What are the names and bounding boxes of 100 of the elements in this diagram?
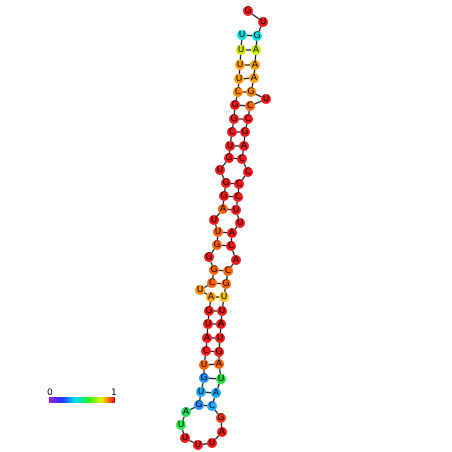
nucleotide-letter: C xyxy=(202,346,210,356)
nucleotide-letter: G xyxy=(244,6,252,16)
nucleotide-letter: U xyxy=(178,420,184,430)
nucleotide-letter: G xyxy=(230,114,238,124)
nucleotide-letter: G xyxy=(218,414,224,422)
nucleotide-letter: C xyxy=(228,128,236,136)
nucleotide-letter: C xyxy=(244,168,252,176)
backbone-line xyxy=(254,100,262,105)
nucleotide-letter: U xyxy=(196,286,204,294)
nucleotide-letter: G xyxy=(214,240,220,250)
nucleotide-letter: U xyxy=(236,60,244,70)
backbone-line xyxy=(222,162,227,166)
nucleotide-letter: U xyxy=(236,74,242,84)
nucleotide-letter: G xyxy=(222,280,230,288)
nucleotide-letter: U xyxy=(204,320,212,328)
nucleotide-letter: C xyxy=(246,102,254,110)
nucleotide-letter: G xyxy=(254,32,260,40)
nucleotide-letter: A xyxy=(220,204,226,214)
nucleotide-letter: C xyxy=(208,402,216,410)
scale-label: 0 xyxy=(47,389,53,398)
backbone-line xyxy=(209,302,211,306)
base-pair-line xyxy=(208,364,214,366)
nucleotide-letter: U xyxy=(260,18,266,26)
nucleotide-letter: U xyxy=(236,218,244,228)
backbone-line xyxy=(240,40,242,46)
nucleotide-letter: A xyxy=(216,360,222,368)
nucleotide-letter: A xyxy=(250,74,258,82)
nucleotide-letter: G xyxy=(220,192,228,200)
nucleotide-letter: U xyxy=(238,30,246,40)
base-pair-line xyxy=(240,104,246,106)
backbone-line xyxy=(252,13,260,20)
nucleotide-letter: G xyxy=(206,252,212,262)
nucleotide-letter: A xyxy=(218,320,224,328)
backbone-line xyxy=(240,54,242,60)
nucleotide-letter: G xyxy=(232,100,238,110)
nucleotide-letter: A xyxy=(252,60,258,70)
backbone-line xyxy=(211,248,215,254)
nucleotide-letter: G xyxy=(216,348,222,356)
backbone-line xyxy=(251,82,254,88)
backbone-line xyxy=(204,356,206,360)
nucleotide-letter: A xyxy=(208,292,214,302)
backbone-line xyxy=(255,94,262,98)
scale-label: 1 xyxy=(111,389,117,398)
nucleotide-letter: G xyxy=(226,154,232,162)
backbone-line xyxy=(232,250,235,256)
nucleotide-letter: U xyxy=(238,46,244,54)
base-pair-line xyxy=(246,34,252,36)
backbone-line xyxy=(245,124,248,128)
backbone-line xyxy=(202,443,208,445)
nucleotide-letter: U xyxy=(232,206,240,214)
nucleotide-letter: A xyxy=(252,46,260,54)
nucleotide-letter: A xyxy=(240,142,248,150)
nucleotide-letter: A xyxy=(212,388,220,398)
nucleotide-letter: U xyxy=(226,142,234,150)
nucleotide-letter: U xyxy=(198,388,204,396)
nucleotide-letter: C xyxy=(238,154,246,164)
nucleotide-letter: U xyxy=(210,216,218,224)
nucleotide-letter: U xyxy=(194,440,202,450)
nucleotide-letter: C xyxy=(208,278,216,288)
backbone-line xyxy=(244,163,246,168)
backbone-line xyxy=(235,96,238,100)
backbone-line xyxy=(236,214,240,218)
nucleotide-letter: U xyxy=(216,166,224,174)
nucleotide-letter: U xyxy=(216,334,224,342)
nucleotide-letter: G xyxy=(210,266,218,274)
backbone-line xyxy=(212,398,216,402)
backbone-line xyxy=(222,302,224,306)
nucleotide-letter: U xyxy=(200,360,208,370)
backbone-line xyxy=(217,383,220,389)
nucleotide-letter: G xyxy=(196,400,202,410)
nucleotide-letter: C xyxy=(236,180,242,188)
nucleotide-letter: C xyxy=(244,114,252,124)
backbone-line xyxy=(214,435,220,440)
nucleotide-letter: U xyxy=(218,374,224,384)
nucleotide-letter: G xyxy=(200,374,208,382)
nucleotide-letter: G xyxy=(206,306,212,316)
nucleotide-letter: A xyxy=(228,228,236,238)
nucleotide-letter: A xyxy=(182,408,190,416)
nucleotide-letter: U xyxy=(262,94,270,104)
nucleotide-letter: U xyxy=(220,292,228,302)
nucleotide-letter: G xyxy=(222,178,230,188)
nucleotide-letter: A xyxy=(204,334,210,342)
backbone-line xyxy=(219,368,221,374)
base-pair-line xyxy=(206,392,212,394)
backbone-line xyxy=(254,54,256,60)
backbone-line xyxy=(241,176,246,180)
nucleotide-letter: U xyxy=(208,438,216,448)
backbone-line xyxy=(222,174,224,179)
nucleotide-letter: C xyxy=(224,266,232,276)
nucleotide-letter: A xyxy=(218,428,226,436)
backbone-line xyxy=(258,26,262,32)
backbone-line xyxy=(182,430,184,434)
nucleotide-letter: A xyxy=(232,256,240,264)
nucleotide-letter: U xyxy=(218,306,226,316)
nucleotide-letter: G xyxy=(248,88,254,96)
base-pair-line xyxy=(208,378,216,380)
backbone-line xyxy=(216,212,220,216)
nucleotide-letter: C xyxy=(234,192,242,202)
nucleotide-letter: U xyxy=(214,228,222,236)
backbone-line xyxy=(201,382,204,388)
